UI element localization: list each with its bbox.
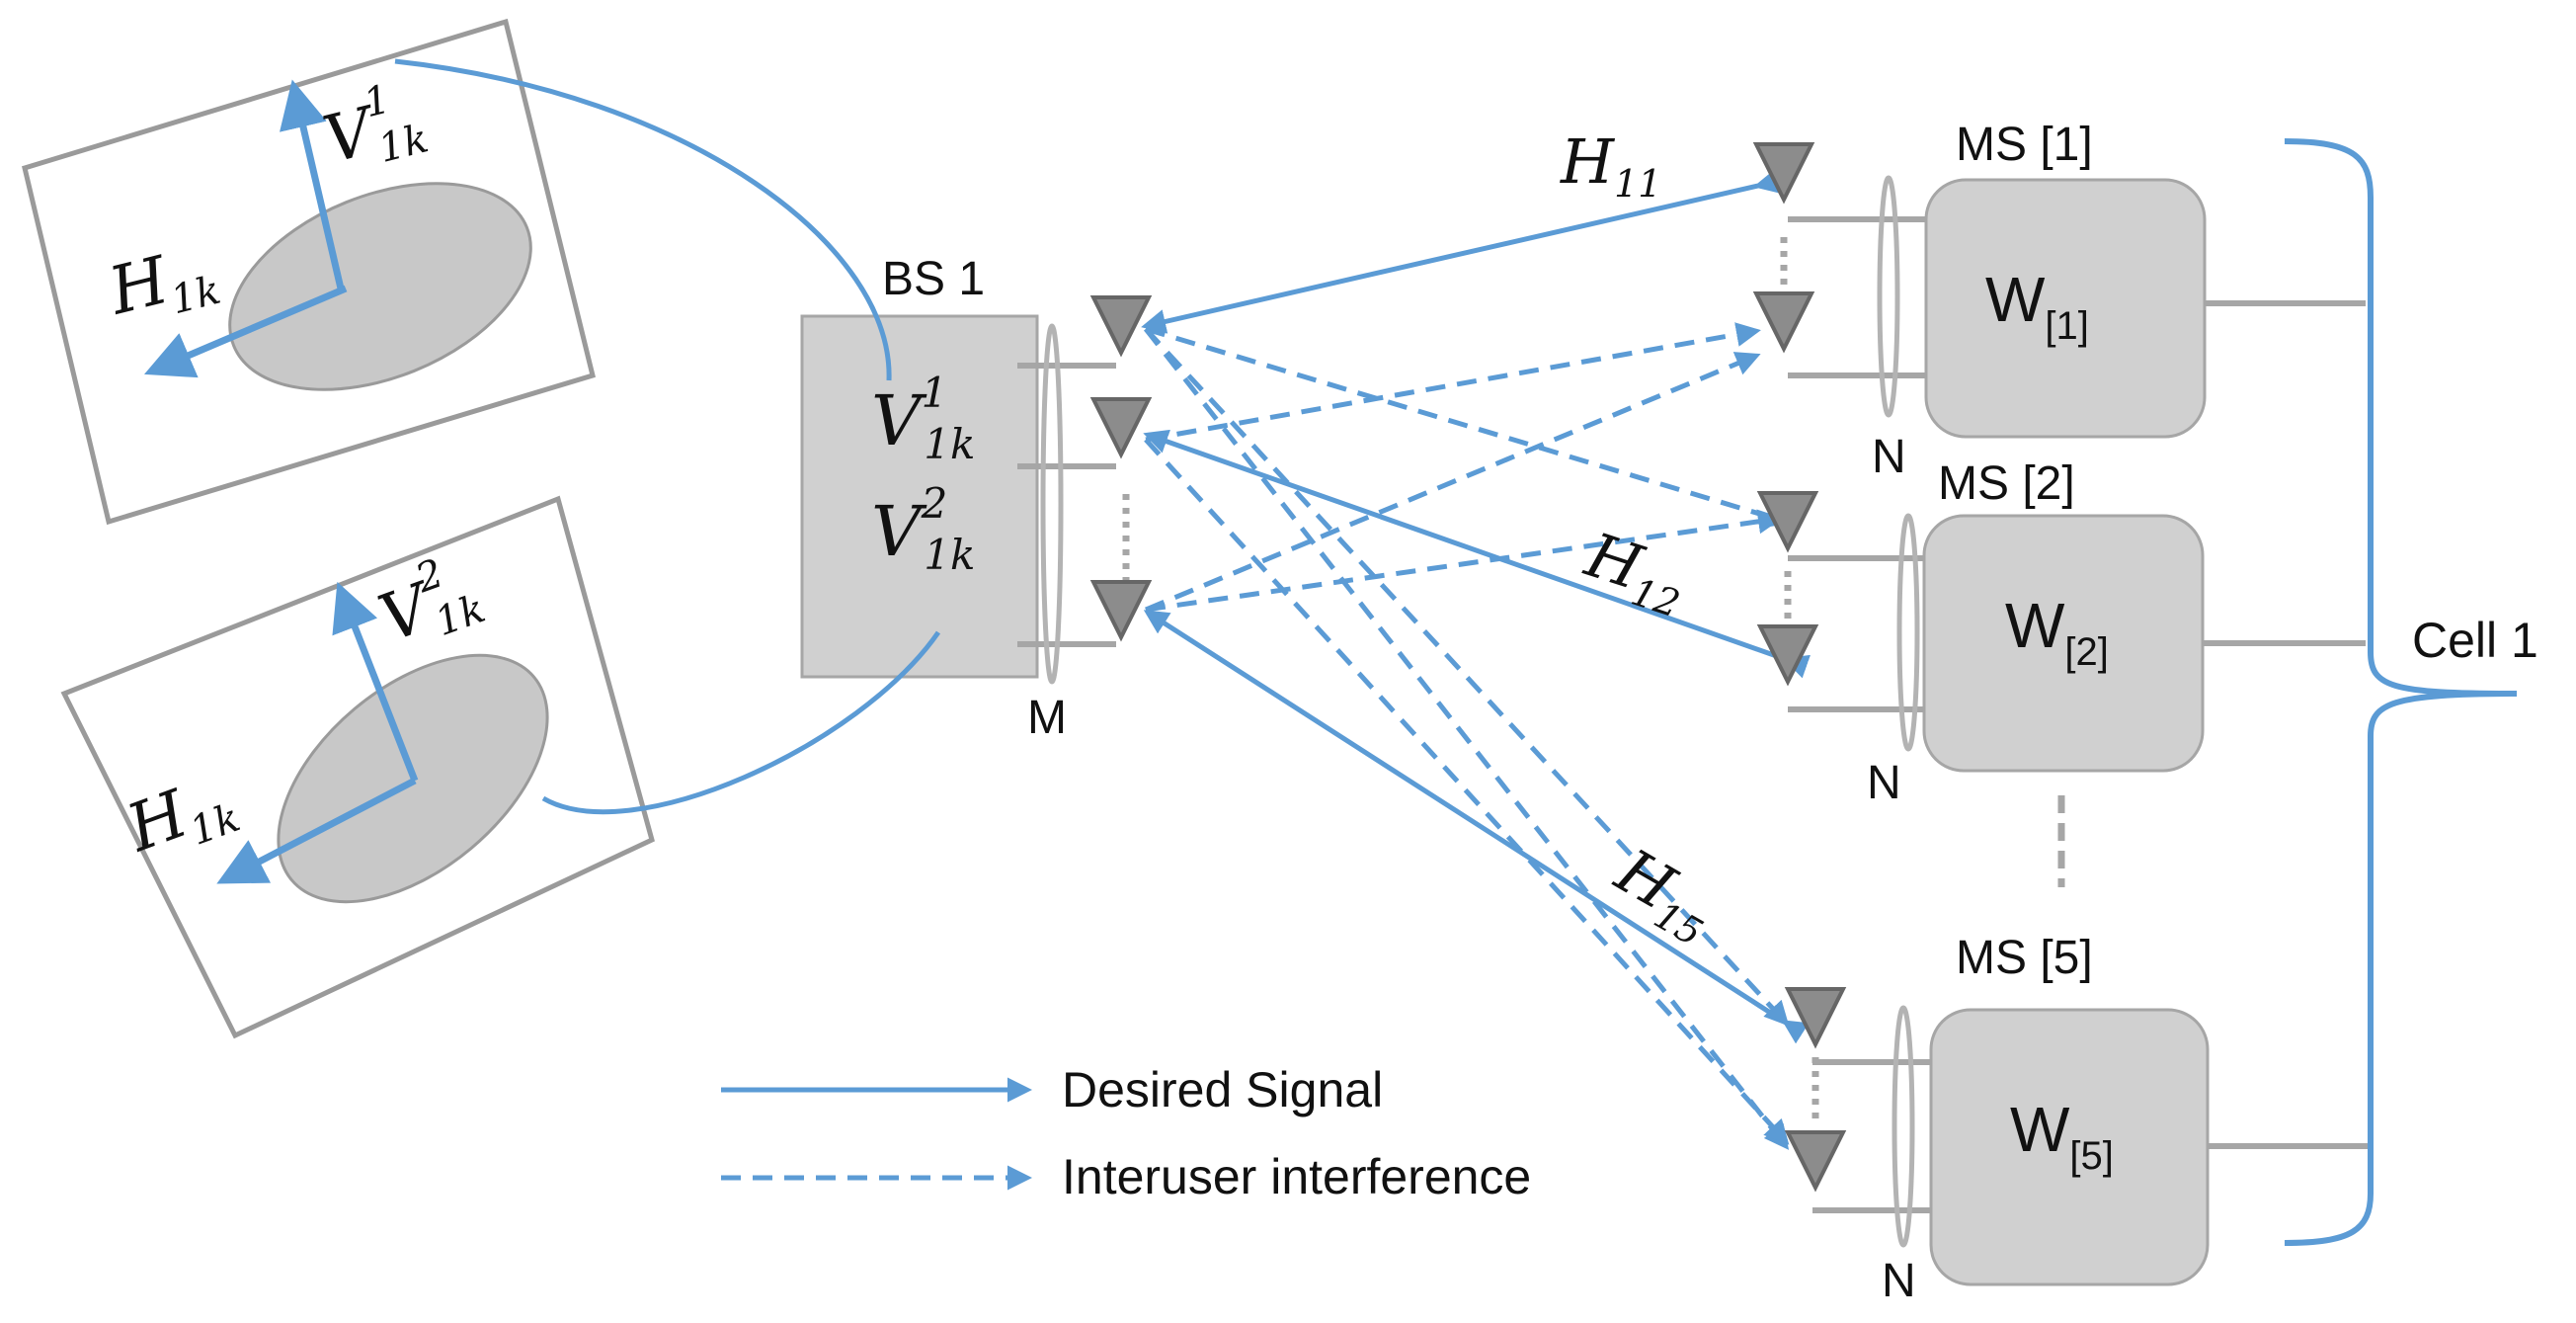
interference-links — [1144, 322, 1791, 1150]
inset-2-precoder-arrow — [332, 581, 419, 783]
legend-interference-label: Interuser interference — [1062, 1149, 1531, 1204]
ms2-combiner: W[2] — [2005, 590, 2109, 674]
ms5-combiner: W[5] — [2010, 1094, 2114, 1178]
ms1-feed-lines — [1788, 216, 1936, 378]
ms2-feed-lines — [1788, 555, 1936, 712]
ms2-antenna-count: N — [1867, 757, 1901, 809]
bs-feed-lines — [1017, 363, 1116, 647]
inset-1-channel-arrow — [143, 285, 348, 378]
mobile-station-5: MS [5] W[5] N — [1786, 932, 2371, 1307]
inset-1: V11k H1k — [22, 18, 596, 526]
bs-antenna-count: M — [1027, 692, 1067, 744]
mobile-station-2: MS [2] W[2] N — [1758, 457, 2366, 809]
inset-2: V21k H1k — [60, 495, 655, 1039]
interference-link — [1145, 509, 1783, 613]
legend-desired-label: Desired Signal — [1062, 1062, 1383, 1117]
ms2-label: MS [2] — [1938, 457, 2075, 510]
bs-box — [800, 314, 1039, 679]
channel-label-h11: H11 — [1560, 125, 1661, 206]
inset-2-channel-arrow — [216, 777, 417, 884]
ms1-antenna-2 — [1754, 291, 1813, 351]
legend: Desired Signal Interuser interference — [721, 1062, 1531, 1204]
ms5-antenna-2 — [1786, 1130, 1845, 1190]
ms5-antenna-count: N — [1882, 1255, 1916, 1307]
ms5-feed-lines — [1812, 1059, 1936, 1213]
ms5-label: MS [5] — [1956, 932, 2093, 984]
ms1-combiner-box — [1924, 178, 2207, 439]
bs-antenna-3 — [1091, 580, 1151, 639]
ms1-label: MS [1] — [1956, 119, 2093, 171]
ms1-combiner: W[1] — [1985, 264, 2089, 348]
ms5-lens — [1892, 1005, 1915, 1248]
interference-link — [1145, 322, 1761, 443]
inset-1-precoder-arrow — [280, 79, 345, 289]
bs-antenna-2 — [1091, 397, 1151, 456]
inset-2-connector — [541, 630, 941, 815]
ms1-lens — [1877, 175, 1900, 418]
ms1-antenna-count: N — [1872, 431, 1906, 483]
inset-1-connector — [394, 58, 892, 381]
mobile-station-1: MS [1] W[1] N — [1754, 119, 2366, 483]
desired-link-ms1 — [1141, 169, 1781, 334]
cell-label: Cell 1 — [2412, 613, 2538, 668]
interference-link — [1144, 327, 1790, 1150]
bs-antenna-lens — [1040, 323, 1064, 685]
bs-label: BS 1 — [882, 253, 985, 305]
cell-brace — [2284, 138, 2518, 1246]
bs-antenna-1 — [1091, 295, 1151, 355]
ms5-antenna-1 — [1786, 987, 1845, 1046]
inset-1-ellipse — [228, 182, 532, 391]
ms2-antenna-1 — [1758, 491, 1817, 550]
interference-link — [1145, 326, 1791, 529]
ms1-antenna-1 — [1754, 142, 1813, 202]
desired-link-ms5 — [1143, 610, 1810, 1044]
desired-links — [1141, 169, 1811, 1044]
ms2-lens — [1896, 513, 1920, 752]
